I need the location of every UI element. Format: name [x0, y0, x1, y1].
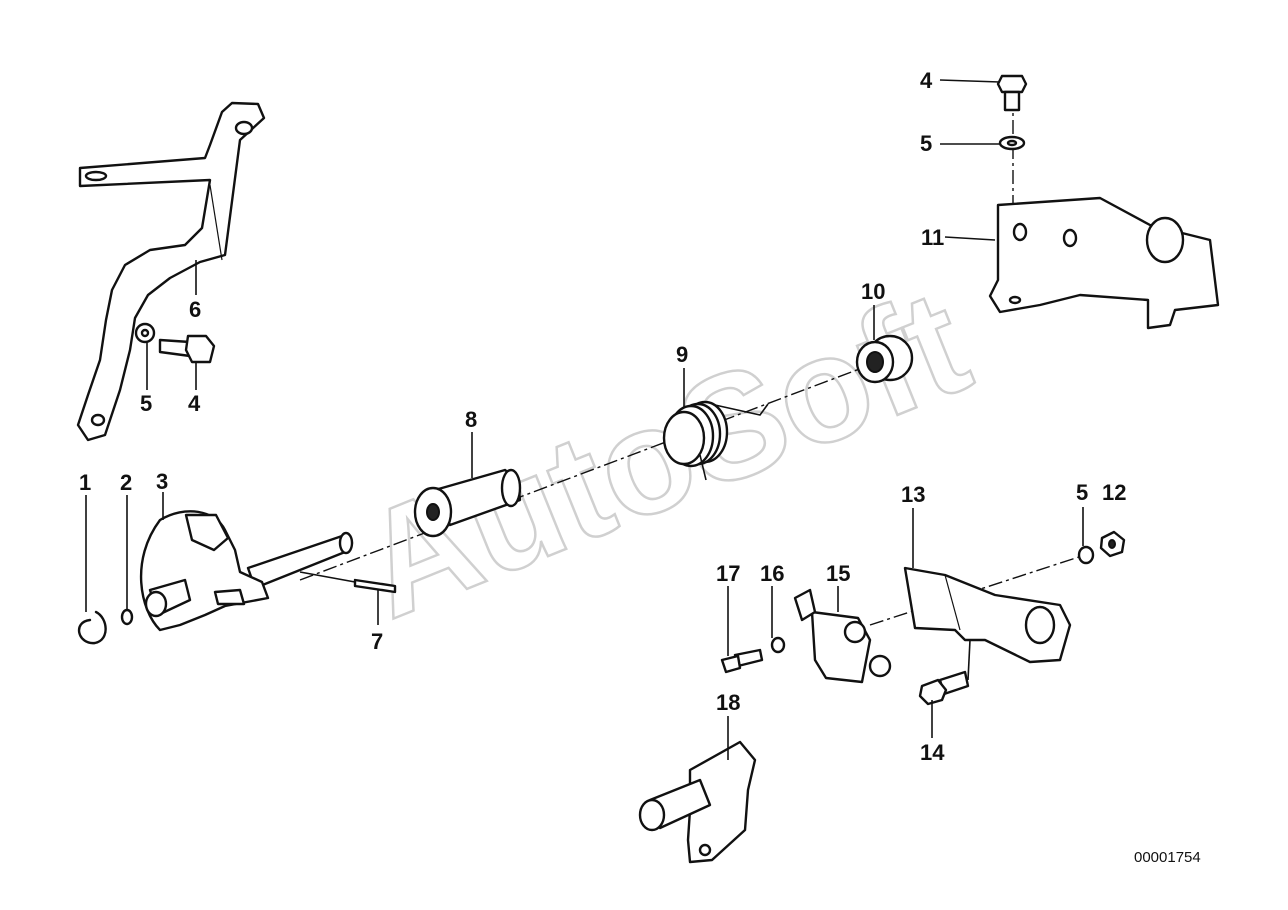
- bushing-icon: [413, 468, 522, 538]
- bracket-icon: [76, 101, 266, 442]
- callout-9: 9: [676, 342, 688, 367]
- hex-bolt-icon: [918, 670, 970, 706]
- washer-icon: [770, 636, 786, 654]
- document-number: 00001754: [1134, 849, 1201, 866]
- holder-icon: [988, 196, 1220, 330]
- callout-10: 10: [861, 279, 885, 304]
- callout-12: 12: [1102, 480, 1126, 505]
- callout-11: 11: [921, 225, 944, 250]
- callout-4-left: 4: [188, 391, 201, 416]
- callout-7: 7: [371, 629, 383, 654]
- assembly-axis: [299, 364, 871, 581]
- callouts: 4 5 11 6 5 4 10 9 8 1 2 3 7 13 5 12 17 1…: [79, 68, 1126, 765]
- snap-ring-icon: [120, 608, 134, 626]
- callout-15: 15: [826, 561, 850, 586]
- torsion-spring-icon: [662, 400, 769, 481]
- callout-17: 17: [716, 561, 740, 586]
- watermark-text: AutoSoft: [339, 257, 989, 650]
- callout-6: 6: [189, 297, 201, 322]
- callout-3: 3: [156, 469, 168, 494]
- leader-lines: [85, 79, 1084, 760]
- callout-14: 14: [920, 740, 945, 765]
- screw-icon: [720, 648, 764, 674]
- callout-13: 13: [901, 482, 925, 507]
- switch-bracket-icon: [903, 566, 1072, 664]
- bearing-bush-icon: [855, 334, 914, 384]
- callout-5-left: 5: [140, 391, 152, 416]
- microswitch-icon: [793, 588, 892, 684]
- callout-18: 18: [716, 690, 740, 715]
- callout-8: 8: [465, 407, 477, 432]
- hex-nut-icon: [1099, 530, 1126, 558]
- callout-2: 2: [120, 470, 132, 495]
- callout-5-top: 5: [920, 131, 932, 156]
- washer-icon: [998, 135, 1026, 151]
- circlip-icon: [77, 610, 107, 645]
- lever-arm-icon: [638, 740, 757, 864]
- lever-icon: [139, 510, 354, 632]
- washer-icon: [134, 322, 156, 344]
- watermark: AutoSoft: [338, 255, 990, 650]
- callout-16: 16: [760, 561, 784, 586]
- pin-icon: [299, 571, 397, 594]
- callout-1: 1: [79, 470, 91, 495]
- hex-bolt-icon: [158, 334, 216, 364]
- callout-4-top: 4: [920, 68, 933, 93]
- washer-icon: [1077, 545, 1095, 565]
- hex-bolt-icon: [996, 74, 1028, 112]
- callout-5-right: 5: [1076, 480, 1088, 505]
